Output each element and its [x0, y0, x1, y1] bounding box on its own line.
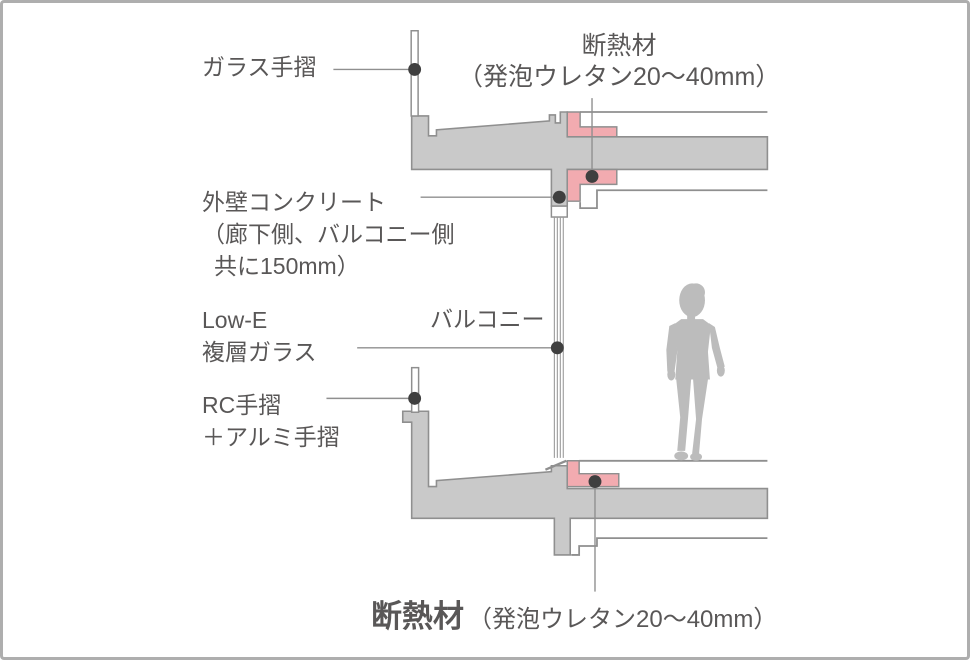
label-insulation-top-detail: （発泡ウレタン20～40mm） [458, 63, 781, 91]
lower-ceiling-line [571, 537, 768, 556]
label-exterior-wall-line3: 共に150mm） [214, 253, 360, 279]
leader-dot-exterior-wall [552, 190, 566, 204]
leader-dot-glass-handrail [408, 62, 422, 76]
label-rc-handrail-line1: RC手摺 [202, 392, 282, 418]
upper-ceiling-line [579, 189, 768, 210]
label-insulation-top: 断熱材 （発泡ウレタン20～40mm） [458, 31, 780, 93]
label-exterior-wall-line2: （廊下側、バルコニー側 [202, 221, 455, 247]
label-insulation-bottom: 断熱材（発泡ウレタン20～40mm） [371, 601, 777, 632]
label-insulation-top-title: 断熱材 [581, 32, 657, 60]
label-lowe-glass-line1: Low-E [202, 307, 268, 333]
label-lowe-glass: Low-E 複層ガラス [202, 304, 317, 368]
lower-concrete-slab [401, 410, 769, 556]
insulation-upper-ceiling [566, 168, 618, 202]
aluminium-handrail [410, 366, 420, 413]
label-rc-handrail-line2: ＋アルミ手摺 [202, 424, 340, 450]
leader-lines [326, 62, 602, 592]
label-exterior-wall: 外壁コンクリート （廊下側、バルコニー側 共に150mm） [202, 186, 455, 282]
label-insulation-bottom-detail: （発泡ウレタン20～40mm） [468, 606, 778, 633]
leader-dot-lowe-glass [550, 341, 564, 355]
leader-dot-insulation-bottom [588, 475, 602, 489]
person-silhouette [666, 283, 725, 461]
label-balcony: バルコニー [430, 306, 545, 332]
label-insulation-bottom-title: 断熱材 [371, 599, 464, 634]
section-drawing [326, 30, 769, 592]
label-exterior-wall-line1: 外壁コンクリート [202, 189, 386, 215]
leader-dot-insulation-top [585, 169, 599, 183]
label-lowe-glass-line2: 複層ガラス [202, 339, 317, 365]
leader-dot-rc-handrail [408, 391, 422, 405]
lowe-double-glazing [553, 217, 564, 458]
sash-head-box [550, 205, 568, 218]
label-glass-handrail: ガラス手摺 [202, 54, 317, 80]
sill-flashing [544, 459, 567, 471]
label-rc-handrail: RC手摺 ＋アルミ手摺 [202, 389, 340, 453]
